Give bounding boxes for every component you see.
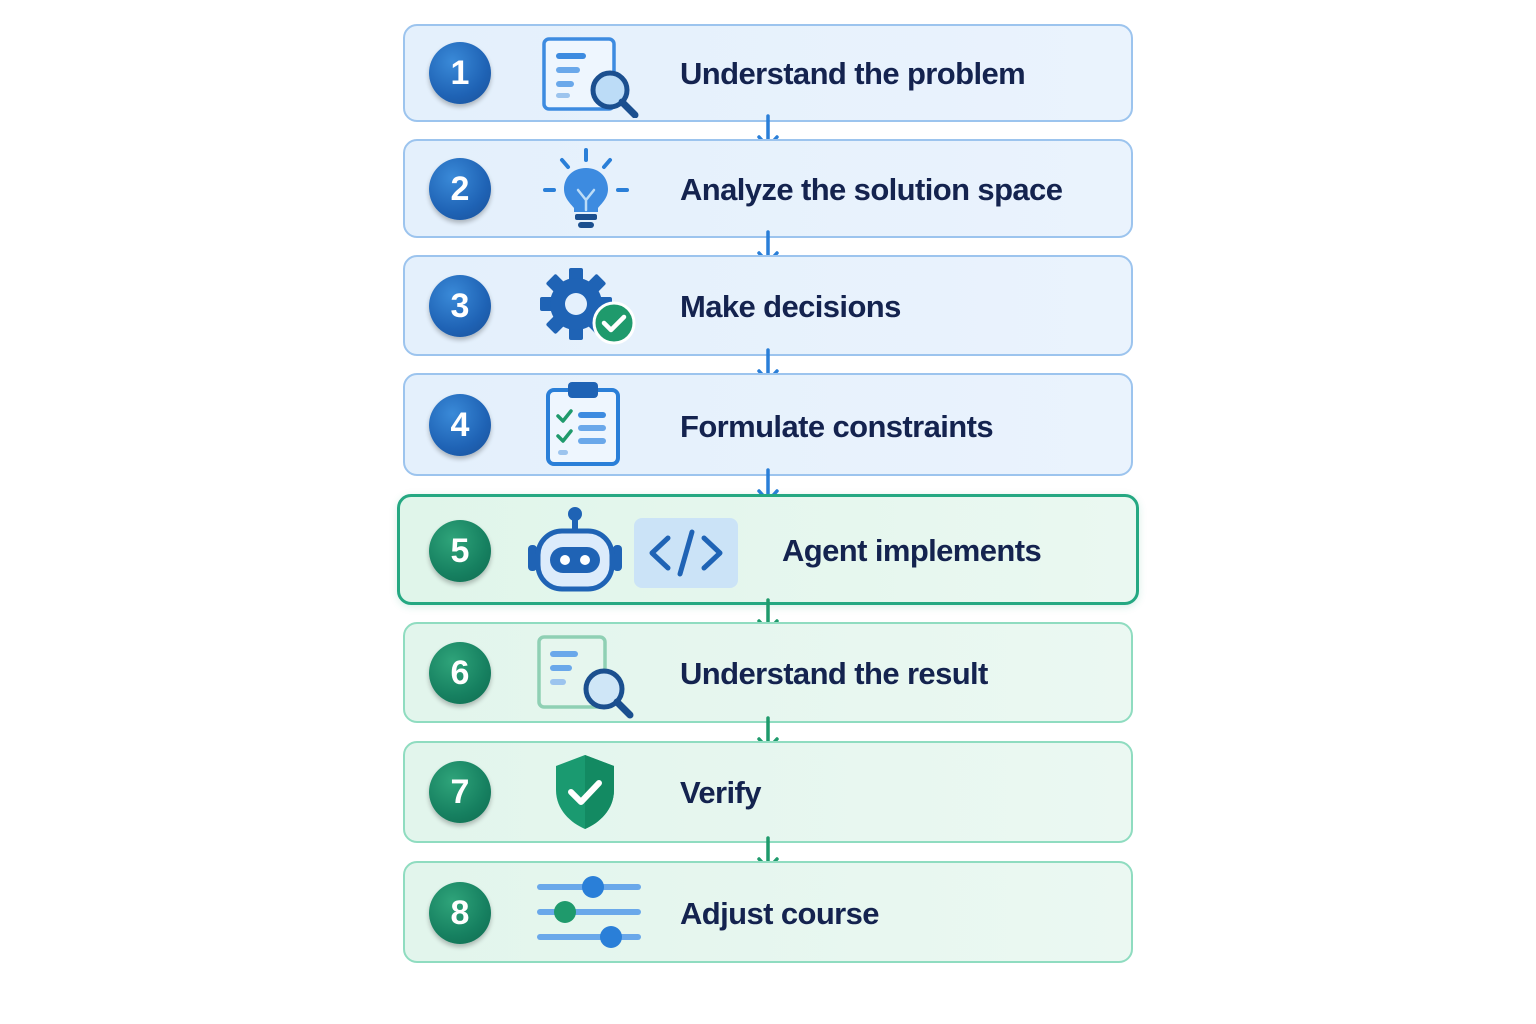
step-label-8: Adjust course <box>680 896 880 931</box>
step-label-2: Analyze the solution space <box>680 172 1063 207</box>
step-label-3: Make decisions <box>680 289 901 324</box>
step-number-8: 8 <box>429 882 491 944</box>
step-number-7: 7 <box>429 761 491 823</box>
step-number-4: 4 <box>429 394 491 456</box>
shield-check-icon <box>556 755 614 829</box>
step-card-1 <box>403 24 1133 122</box>
step-label-1: Understand the problem <box>680 56 1026 91</box>
step-label-5: Agent implements <box>782 533 1042 568</box>
step-label-6: Understand the result <box>680 656 988 691</box>
clipboard-checklist-icon <box>546 382 620 466</box>
code-icon <box>634 518 738 588</box>
step-card-3 <box>403 255 1133 356</box>
step-label-4: Formulate constraints <box>680 409 994 444</box>
step-number-2: 2 <box>429 158 491 220</box>
robot-icon <box>528 507 622 592</box>
step-card-8 <box>403 861 1133 963</box>
step-card-6 <box>403 622 1133 723</box>
step-number-6: 6 <box>429 642 491 704</box>
step-card-7 <box>403 741 1133 843</box>
document-search-icon <box>542 37 639 118</box>
step-number-5: 5 <box>429 520 491 582</box>
document-search-icon <box>537 635 634 719</box>
step-number-1: 1 <box>429 42 491 104</box>
step-label-7: Verify <box>680 775 761 810</box>
gear-check-icon <box>540 268 636 345</box>
sliders-icon <box>537 876 641 948</box>
step-number-3: 3 <box>429 275 491 337</box>
lightbulb-icon <box>543 148 629 228</box>
step-card-2 <box>403 139 1133 238</box>
